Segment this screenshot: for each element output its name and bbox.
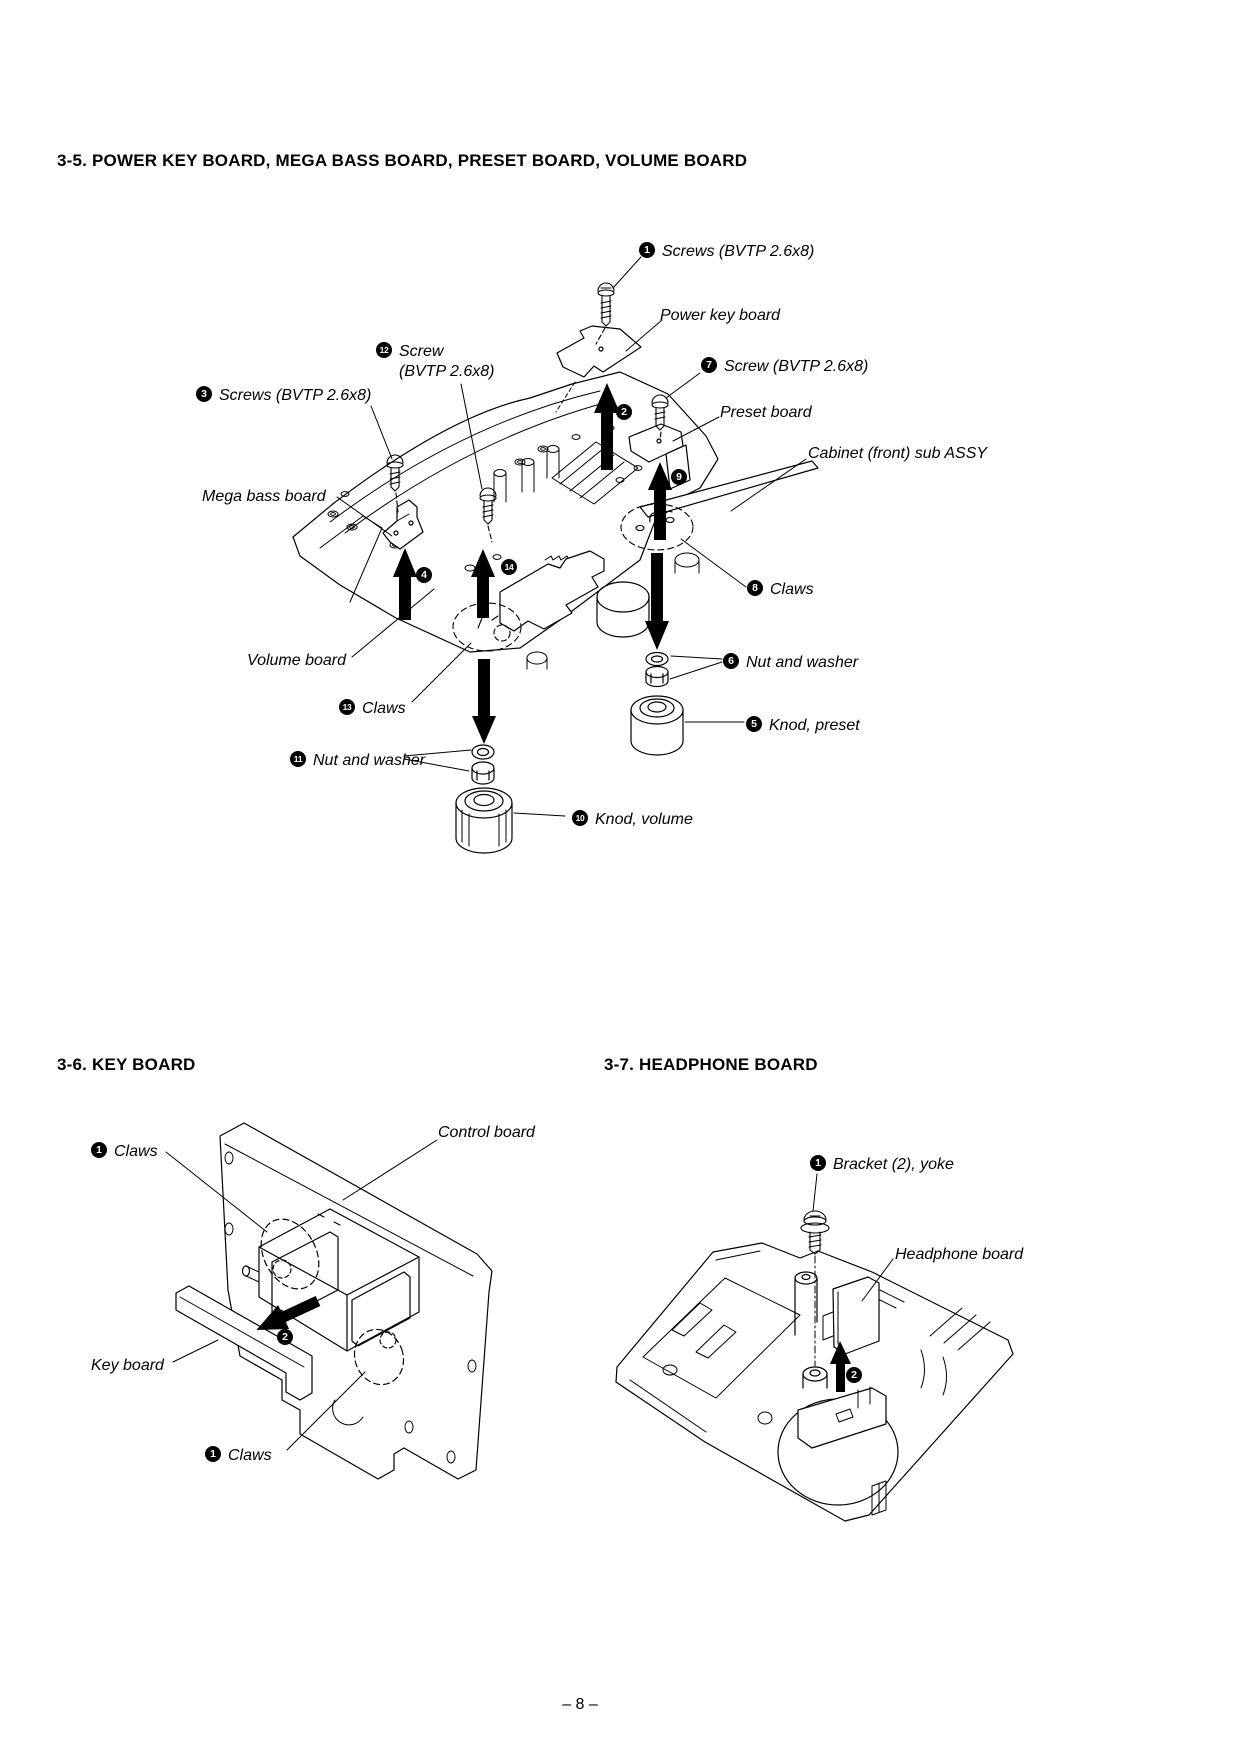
label-preset-board: Preset board (720, 404, 812, 421)
label-key-board: Key board (91, 1357, 164, 1374)
callout-2-badge: 2 (616, 404, 632, 420)
leader-lines-3-6 (165, 1139, 438, 1451)
label-screw-7: 7 Screw (BVTP 2.6x8) (701, 357, 868, 377)
section-3-5-title: 3-5. POWER KEY BOARD, MEGA BASS BOARD, P… (57, 151, 748, 170)
callout-1-badge: 1 (91, 1142, 107, 1158)
mega-bass-board-part (382, 499, 424, 550)
callout-14-badge: 14 (501, 559, 517, 575)
callout-4-badge: 4 (416, 567, 432, 583)
label-power-key-board: Power key board (660, 307, 781, 324)
callout-11-badge: 11 (290, 751, 306, 767)
diagram-3-6 (165, 1122, 493, 1480)
callout-12-badge: 12 (376, 342, 392, 358)
label-screws-1: 1 Screws (BVTP 2.6x8) (639, 242, 814, 262)
label-claws-top: 1 Claws (91, 1142, 158, 1162)
label-screw-12: 12 Screw (BVTP 2.6x8) (376, 342, 494, 382)
callout-9-badge: 9 (671, 469, 687, 485)
bracket-screw (800, 1210, 830, 1255)
callout-2-badge: 2 (277, 1329, 293, 1345)
label-knod-preset: 5 Knod, preset (746, 716, 860, 736)
leader-lines-3-7 (812, 1173, 894, 1302)
section-3-7-title: 3-7. HEADPHONE BOARD (604, 1055, 818, 1074)
label-nut-and-washer-11: 11 Nut and washer (290, 751, 425, 771)
screw-glyphs (386, 282, 669, 543)
assembly-arrow-3-6 (256, 1296, 321, 1330)
label-volume-board: Volume board (247, 652, 347, 669)
leader-lines-3-5 (336, 256, 807, 817)
callout-8-badge: 8 (747, 580, 763, 596)
callout-1-badge: 1 (810, 1155, 826, 1171)
callout-6-badge: 6 (723, 653, 739, 669)
label-claws-bottom: 1 Claws (205, 1446, 272, 1466)
callout-7-badge: 7 (701, 357, 717, 373)
power-key-board-part (556, 325, 642, 378)
label-cabinet-front-sub-assy: Cabinet (front) sub ASSY (808, 445, 988, 462)
claw-circles (452, 503, 694, 652)
page-number: – 8 – (562, 1696, 598, 1713)
assembly-arrow-3-7 (830, 1341, 851, 1392)
label-screws-3: 3 Screws (BVTP 2.6x8) (196, 386, 371, 406)
callout-3-badge: 3 (196, 386, 212, 402)
callout-1-badge: 1 (639, 242, 655, 258)
label-claws-13: 13 Claws (339, 699, 406, 719)
callout-13-badge: 13 (339, 699, 355, 715)
diagram-3-7 (615, 1173, 1014, 1522)
section-3-6-title: 3-6. KEY BOARD (57, 1055, 196, 1074)
label-control-board: Control board (438, 1124, 535, 1141)
label-mega-bass-board: Mega bass board (202, 488, 326, 505)
callout-2-badge: 2 (846, 1367, 862, 1383)
preset-hardware (630, 651, 684, 756)
label-knod-volume: 10 Knod, volume (572, 810, 693, 830)
headphone-board-part (832, 1276, 880, 1355)
label-headphone-board: Headphone board (895, 1246, 1024, 1263)
label-nut-and-washer-6: 6 Nut and washer (723, 653, 858, 673)
diagram-3-5 (292, 256, 819, 854)
label-bracket-yoke: 1 Bracket (2), yoke (810, 1155, 954, 1175)
label-claws-8: 8 Claws (747, 580, 814, 600)
callout-5-badge: 5 (746, 716, 762, 732)
callout-10-badge: 10 (572, 810, 588, 826)
callout-1-badge: 1 (205, 1446, 221, 1462)
volume-hardware (455, 744, 513, 854)
control-board-part (219, 1122, 493, 1480)
